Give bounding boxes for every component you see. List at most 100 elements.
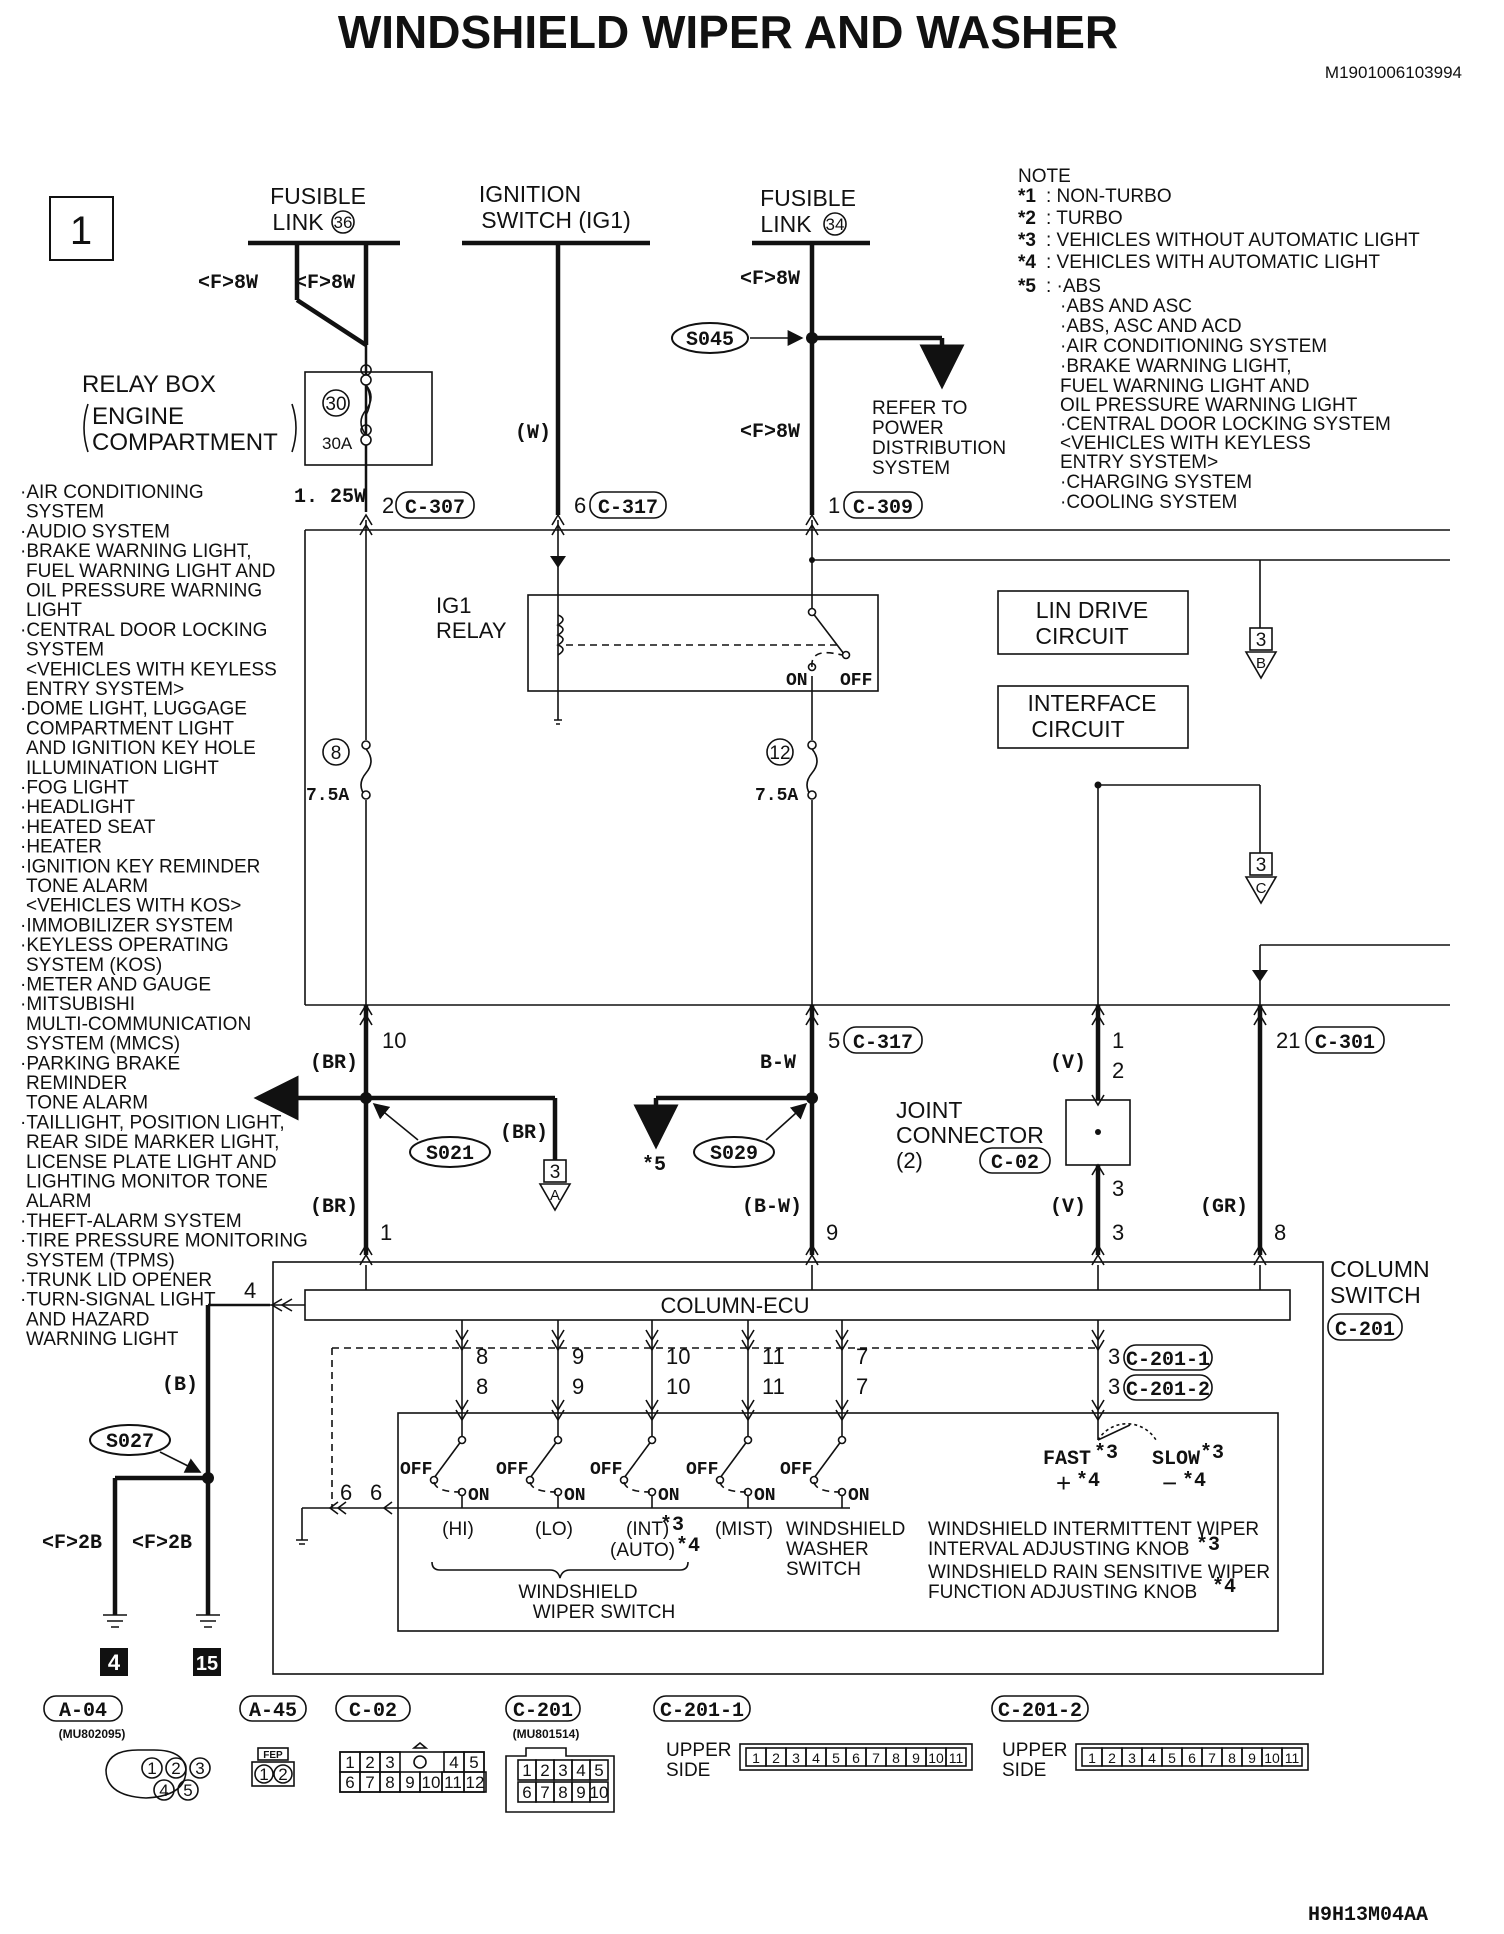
ref-3b: 3 B: [1244, 627, 1278, 680]
svg-text:8: 8: [476, 1374, 488, 1399]
svg-text:ON: ON: [786, 671, 808, 691]
svg-text:: VEHICLES WITHOUT AUTOMATIC L: : VEHICLES WITHOUT AUTOMATIC LIGHT: [1046, 230, 1420, 251]
left-list-item: WARNING LIGHT: [26, 1329, 179, 1350]
svg-text:+: +: [1056, 1468, 1071, 1498]
left-list-item: ENTRY SYSTEM>: [26, 679, 184, 700]
svg-text:B-W: B-W: [760, 1052, 796, 1075]
svg-text:12: 12: [769, 743, 790, 764]
left-list-item: TONE ALARM: [26, 876, 148, 897]
svg-text:LINK: LINK: [272, 209, 324, 235]
left-list-item: ·AUDIO SYSTEM: [20, 521, 170, 542]
svg-text:OFF: OFF: [686, 1460, 718, 1480]
ref-3a: 3 A: [538, 1159, 572, 1212]
adjust-knob-wiring: [1091, 1320, 1157, 1441]
connector-c201-label: C-201: [1335, 1319, 1395, 1342]
svg-text:SLOW: SLOW: [1152, 1448, 1200, 1471]
svg-text:(BR): (BR): [500, 1122, 548, 1145]
joint-connector: [1065, 1099, 1131, 1166]
svg-text:(MIST): (MIST): [715, 1519, 773, 1540]
svg-text:3: 3: [792, 1750, 800, 1766]
svg-text:2: 2: [171, 1759, 180, 1778]
internal-wiring: [296, 1347, 1098, 1545]
svg-text:8: 8: [1274, 1220, 1286, 1245]
svg-text:3: 3: [1256, 630, 1267, 651]
left-list-item: ·HEATER: [20, 837, 102, 858]
svg-text:COLUMN-ECU: COLUMN-ECU: [660, 1293, 809, 1318]
page-title: WINDSHIELD WIPER AND WASHER: [338, 6, 1118, 58]
left-list-item: ALARM: [26, 1191, 91, 1212]
svg-text:CONNECTOR: CONNECTOR: [896, 1122, 1044, 1148]
svg-text:4: 4: [159, 1781, 168, 1800]
svg-text:7: 7: [365, 1773, 374, 1792]
svg-text:WINDSHIELD RAIN SENSITIVE WIPE: WINDSHIELD RAIN SENSITIVE WIPER: [928, 1562, 1270, 1583]
svg-text:4: 4: [108, 1650, 121, 1675]
svg-text:2: 2: [365, 1753, 374, 1772]
left-list-item: ·BRAKE WARNING LIGHT,: [20, 541, 252, 562]
svg-text:SIDE: SIDE: [666, 1760, 710, 1781]
svg-text:12: 12: [466, 1773, 485, 1792]
svg-text:6: 6: [370, 1480, 382, 1505]
svg-text:5: 5: [828, 1028, 840, 1053]
svg-text:*4: *4: [1076, 1470, 1100, 1493]
svg-text:6: 6: [345, 1773, 354, 1792]
left-list-item: TONE ALARM: [26, 1093, 148, 1114]
svg-text:·ABS AND ASC: ·ABS AND ASC: [1060, 296, 1192, 317]
svg-text:(V): (V): [1050, 1052, 1086, 1075]
svg-text:(BR): (BR): [310, 1052, 358, 1075]
svg-text:<F>8W: <F>8W: [295, 272, 355, 295]
svg-text:*2: *2: [1018, 208, 1036, 229]
page-number-box: [49, 196, 114, 261]
svg-text:*5: *5: [642, 1154, 666, 1177]
left-list-item: AND HAZARD: [26, 1309, 150, 1330]
svg-text:9: 9: [912, 1750, 920, 1766]
svg-text:·CENTRAL DOOR LOCKING SYSTEM: ·CENTRAL DOOR LOCKING SYSTEM: [1060, 414, 1391, 435]
svg-text:: TURBO: : TURBO: [1046, 208, 1123, 229]
svg-text:·COOLING SYSTEM: ·COOLING SYSTEM: [1060, 492, 1237, 513]
svg-text:SWITCH (IG1): SWITCH (IG1): [481, 207, 631, 233]
svg-text:OFF: OFF: [590, 1460, 622, 1480]
column-switch: [272, 1261, 1324, 1675]
relay-coil-icon: [556, 607, 851, 672]
svg-text:(W): (W): [515, 422, 551, 445]
svg-text:WINDSHIELD: WINDSHIELD: [518, 1582, 637, 1603]
svg-text:5: 5: [183, 1781, 192, 1800]
svg-text:9: 9: [405, 1773, 414, 1792]
svg-text:*4: *4: [1182, 1470, 1206, 1493]
left-list-item: ·METER AND GAUGE: [20, 975, 211, 996]
ignition-switch-ig1: IGNITION SWITCH (IG1): [462, 181, 650, 246]
svg-text:*3: *3: [1094, 1442, 1118, 1465]
svg-text:1: 1: [1088, 1750, 1096, 1766]
svg-text:11: 11: [762, 1344, 785, 1369]
svg-text:2: 2: [772, 1750, 780, 1766]
connector-c317-label: C-317: [598, 497, 658, 520]
svg-text:ON: ON: [754, 1486, 776, 1506]
svg-text:5: 5: [1168, 1750, 1176, 1766]
svg-text:ON: ON: [468, 1486, 490, 1506]
svg-text:10: 10: [928, 1750, 944, 1766]
left-list-item: ·CENTRAL DOOR LOCKING: [20, 620, 267, 641]
svg-text:*4: *4: [1018, 252, 1036, 273]
left-list-item: <VEHICLES WITH KEYLESS: [26, 659, 277, 680]
svg-text:REFER TO: REFER TO: [872, 398, 967, 419]
junction-block: [304, 513, 1450, 1010]
svg-text:9: 9: [572, 1374, 584, 1399]
svg-text:10: 10: [422, 1773, 441, 1792]
connector-c2011-label: C-201-1: [1126, 1349, 1210, 1372]
svg-text:ON: ON: [848, 1486, 870, 1506]
left-list-item: ·TAILLIGHT, POSITION LIGHT,: [20, 1112, 285, 1133]
svg-text:1: 1: [752, 1750, 760, 1766]
svg-text:DISTRIBUTION: DISTRIBUTION: [872, 438, 1006, 459]
left-list-item: SYSTEM: [26, 502, 104, 523]
svg-text:3: 3: [550, 1162, 561, 1183]
svg-text:11: 11: [1285, 1750, 1300, 1766]
svg-text:CIRCUIT: CIRCUIT: [1031, 716, 1124, 742]
svg-text:1: 1: [1112, 1028, 1124, 1053]
svg-text:POWER: POWER: [872, 418, 944, 439]
svg-text:−: −: [1162, 1468, 1177, 1498]
left-list-item: ·AIR CONDITIONING: [20, 482, 204, 503]
